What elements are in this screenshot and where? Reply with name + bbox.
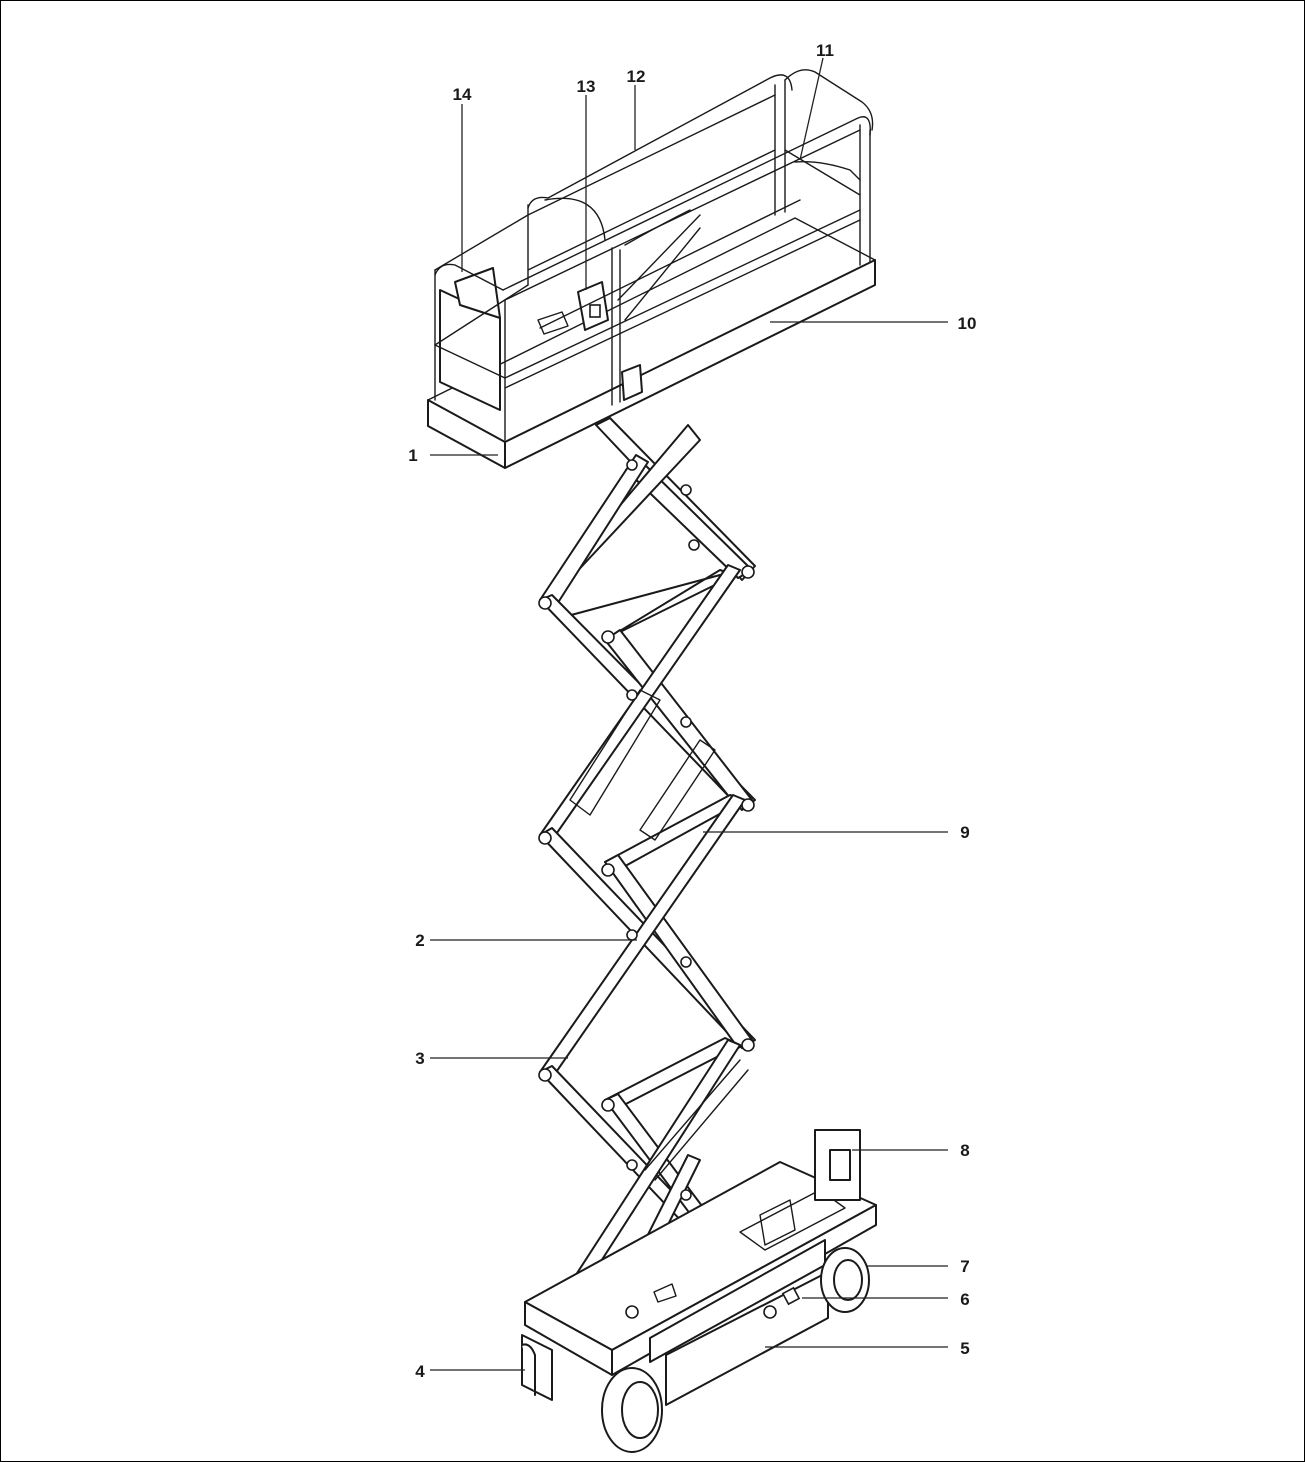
callout-7: 7 xyxy=(960,1257,969,1276)
callout-4: 4 xyxy=(415,1362,425,1381)
callout-1: 1 xyxy=(408,446,417,465)
callout-6: 6 xyxy=(960,1290,969,1309)
callout-8: 8 xyxy=(960,1141,969,1160)
leader-lines xyxy=(430,57,948,1371)
leader-11 xyxy=(799,57,824,161)
platform xyxy=(427,69,876,469)
callout-11: 11 xyxy=(816,41,834,60)
callout-10: 10 xyxy=(958,314,977,333)
callout-12: 12 xyxy=(627,67,646,86)
callout-3: 3 xyxy=(415,1049,424,1068)
callout-14: 14 xyxy=(453,85,472,104)
callout-13: 13 xyxy=(577,77,596,96)
callout-5: 5 xyxy=(960,1339,969,1358)
callout-labels: 1 2 3 4 5 6 7 8 9 10 11 12 13 14 xyxy=(408,41,976,1381)
callout-2: 2 xyxy=(415,931,424,950)
callout-9: 9 xyxy=(960,823,969,842)
chassis xyxy=(521,1129,877,1453)
scissor-stack xyxy=(538,417,756,1339)
